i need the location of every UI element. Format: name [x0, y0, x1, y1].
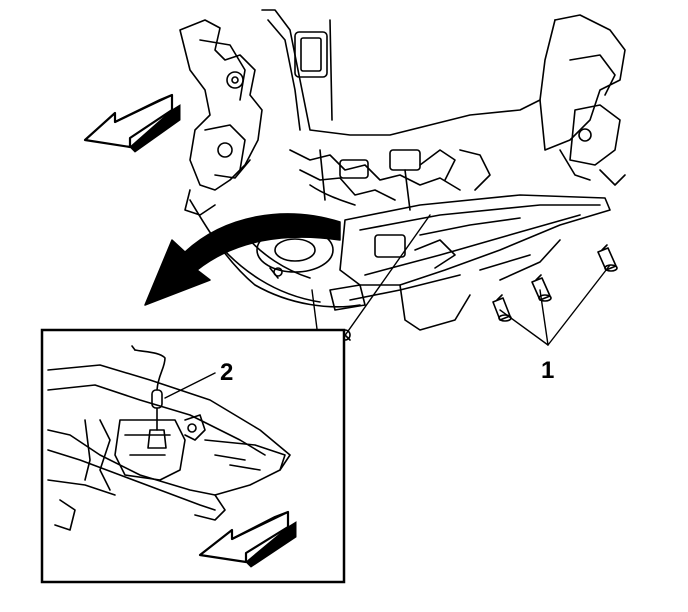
inset-view	[40, 328, 346, 584]
callout-1-leaders	[311, 214, 611, 369]
door-body	[261, 9, 556, 136]
fasteners-group	[339, 244, 618, 341]
fastener	[597, 244, 618, 272]
direction-arrow-icon	[198, 510, 297, 568]
callout-label-1: 1	[541, 357, 554, 384]
direction-arrow-icon	[83, 93, 181, 153]
wiring-harness	[289, 149, 491, 211]
fastener	[531, 274, 552, 302]
right-body-panel	[539, 14, 626, 186]
curved-arrow-icon	[144, 213, 341, 306]
door-pillar	[179, 19, 263, 216]
fastener	[492, 294, 512, 322]
callout-label-2: 2	[220, 359, 233, 386]
main-view	[179, 9, 626, 369]
rocker-panel	[329, 194, 611, 331]
